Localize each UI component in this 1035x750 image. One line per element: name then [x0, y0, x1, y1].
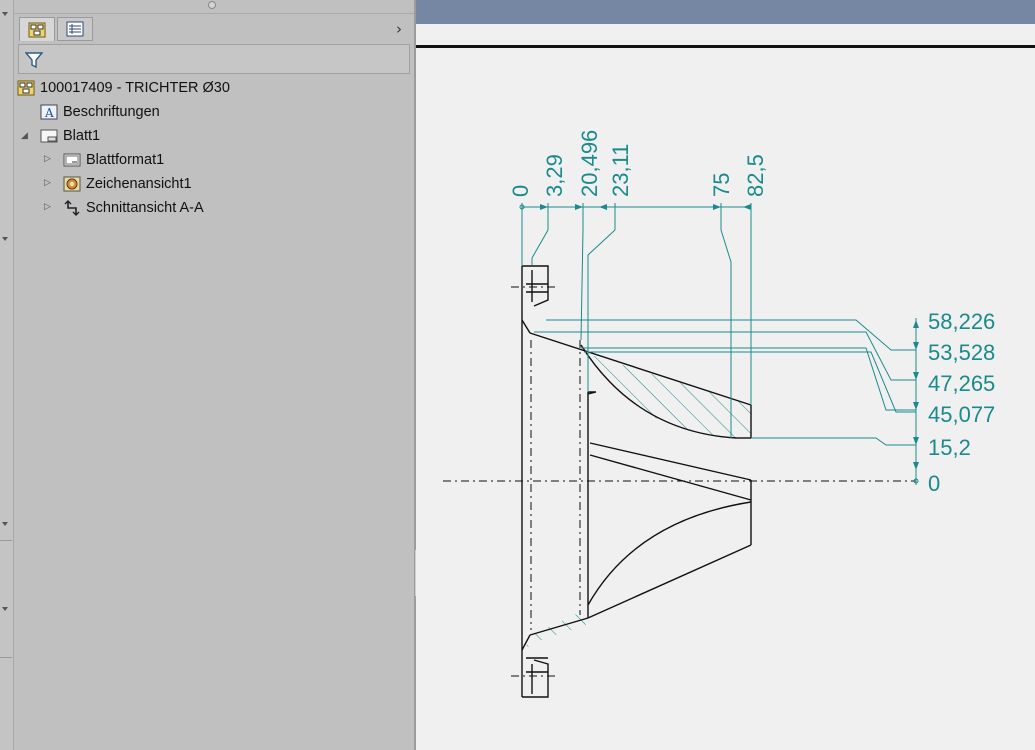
expand-arrow-icon[interactable]: ▷: [44, 202, 51, 212]
dimension-label[interactable]: 3,29: [542, 154, 567, 197]
tree-item-sheet[interactable]: Blatt1: [40, 125, 100, 147]
sheet-format-icon: [63, 152, 81, 168]
tree-item-annotations[interactable]: A Beschriftungen: [40, 101, 160, 123]
dimension-label[interactable]: 75: [709, 173, 734, 197]
tree-item-label: Blattformat1: [86, 152, 165, 168]
tree-root-item[interactable]: 100017409 - TRICHTER Ø30: [17, 77, 230, 99]
feature-manager-panel: › 100017409 - TRICHTER Ø30 A Beschriftun…: [14, 0, 416, 750]
section-hatch-lower: [524, 612, 586, 650]
tree-item-sheet-format[interactable]: Blattformat1: [63, 149, 164, 171]
left-edge-strip: [0, 0, 14, 750]
tab-property-manager[interactable]: [57, 17, 93, 41]
expand-arrow-icon[interactable]: ▷: [44, 154, 51, 164]
dimension-label[interactable]: 53,528: [928, 340, 995, 365]
dimension-label[interactable]: 20,496: [577, 130, 602, 197]
collapse-arrow-icon[interactable]: [2, 607, 8, 611]
center-lines: [443, 286, 916, 677]
feature-tree-icon: [28, 22, 46, 37]
expand-arrow-icon[interactable]: ▷: [44, 178, 51, 188]
svg-text:A: A: [44, 106, 54, 120]
dimension-lines: [521, 203, 917, 485]
section-hatch-upper: [522, 333, 751, 438]
dimension-label[interactable]: 15,2: [928, 435, 971, 460]
tree-item-label: Zeichenansicht1: [86, 176, 192, 192]
dimension-label[interactable]: 0: [508, 185, 533, 197]
tree-item-drawing-view[interactable]: Zeichenansicht1: [63, 173, 192, 195]
dimension-label[interactable]: 45,077: [928, 402, 995, 427]
dimension-label[interactable]: 23,11: [608, 144, 633, 197]
collapse-arrow-icon[interactable]: [2, 12, 8, 16]
tree-item-section-view[interactable]: Schnittansicht A-A: [63, 197, 204, 219]
tab-feature-tree[interactable]: [19, 17, 55, 41]
sheet-border: [416, 45, 1035, 48]
dimension-arrowheads: [519, 204, 919, 484]
tree-root-label: 100017409 - TRICHTER Ø30: [40, 80, 230, 96]
drawing-document-icon: [17, 80, 35, 96]
section-view-drawing: 0 3,29 20,496 23,11 75 82,5 58,226 53,52…: [443, 130, 995, 698]
collapse-arrow-icon[interactable]: ◢: [21, 131, 28, 141]
chevron-right-icon[interactable]: ›: [396, 20, 402, 38]
divider: [0, 657, 12, 658]
collapse-arrow-icon[interactable]: [2, 522, 8, 526]
drawing-view-icon: [63, 176, 81, 192]
tree-item-label: Blatt1: [63, 128, 101, 144]
dimension-label[interactable]: 82,5: [743, 154, 768, 197]
panel-split-handle[interactable]: [14, 0, 414, 14]
property-manager-icon: [66, 21, 84, 37]
section-view-icon: [63, 200, 81, 216]
drawing-canvas[interactable]: 0 3,29 20,496 23,11 75 82,5 58,226 53,52…: [416, 0, 1035, 750]
sheet-icon: [40, 128, 58, 144]
tree-item-label: Beschriftungen: [63, 104, 160, 120]
dimension-label[interactable]: 0: [928, 471, 940, 496]
grip-icon: [208, 1, 216, 9]
tree-item-label: Schnittansicht A-A: [86, 200, 204, 216]
annotations-folder-icon: A: [40, 104, 58, 120]
dimension-label[interactable]: 47,265: [928, 371, 995, 396]
dimension-label[interactable]: 58,226: [928, 309, 995, 334]
tree-filter-bar[interactable]: [18, 44, 410, 74]
graphics-title-strip: [416, 0, 1035, 24]
filter-icon[interactable]: [25, 51, 43, 69]
divider: [0, 540, 12, 541]
collapse-arrow-icon[interactable]: [2, 237, 8, 241]
